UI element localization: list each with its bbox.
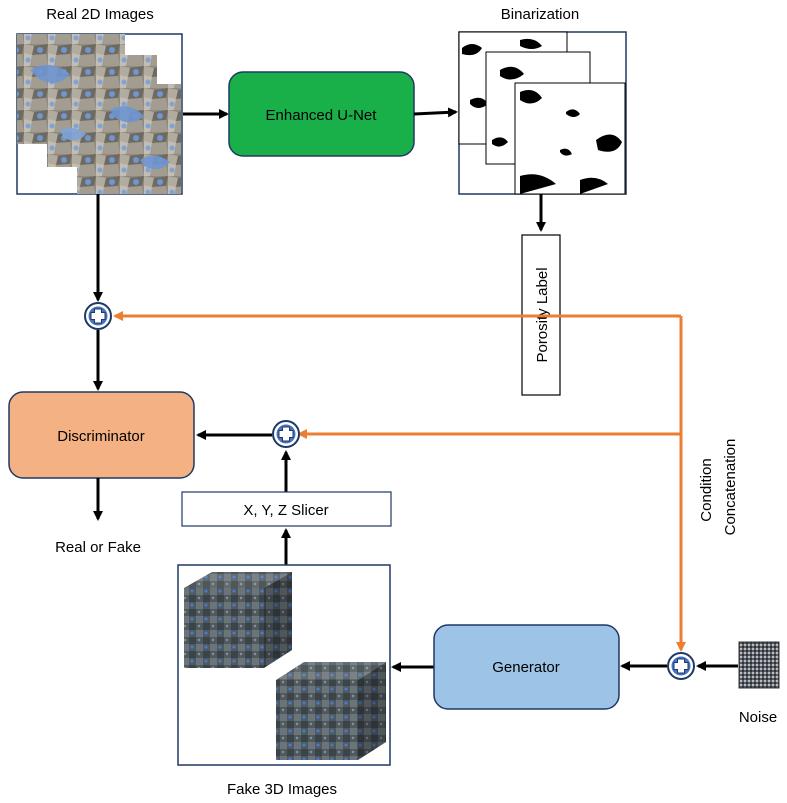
- binarization-title: Binarization: [501, 6, 579, 23]
- fake-3d-cube-1: [184, 572, 292, 668]
- generator-label: Generator: [492, 659, 560, 676]
- plus-circle-icon: [84, 302, 112, 330]
- condition-lines: [113, 311, 686, 652]
- binarization-stack: [458, 31, 627, 195]
- real-2d-images-title: Real 2D Images: [46, 6, 154, 23]
- slicer-label: X, Y, Z Slicer: [243, 502, 328, 519]
- noise-label: Noise: [739, 709, 777, 726]
- arrow-unet-to-binarization: [413, 107, 458, 118]
- plus-circle-icon: [272, 420, 300, 448]
- concatenation-label: Concatenation: [722, 439, 739, 536]
- generator-box: [433, 624, 620, 710]
- discriminator-label: Discriminator: [57, 428, 145, 445]
- condition-label: Condition: [698, 458, 715, 521]
- plus-circle-icon: [667, 652, 695, 680]
- fake-3d-cube-2: [276, 662, 386, 760]
- enhanced-unet-label: Enhanced U-Net: [266, 107, 378, 124]
- real-or-fake-label: Real or Fake: [55, 539, 141, 556]
- real-2d-images-stack: [16, 33, 183, 195]
- fake-3d-images-title: Fake 3D Images: [227, 781, 337, 798]
- noise-texture-icon: [738, 641, 780, 689]
- discriminator-box: [8, 391, 195, 479]
- slicer-box: [181, 491, 392, 527]
